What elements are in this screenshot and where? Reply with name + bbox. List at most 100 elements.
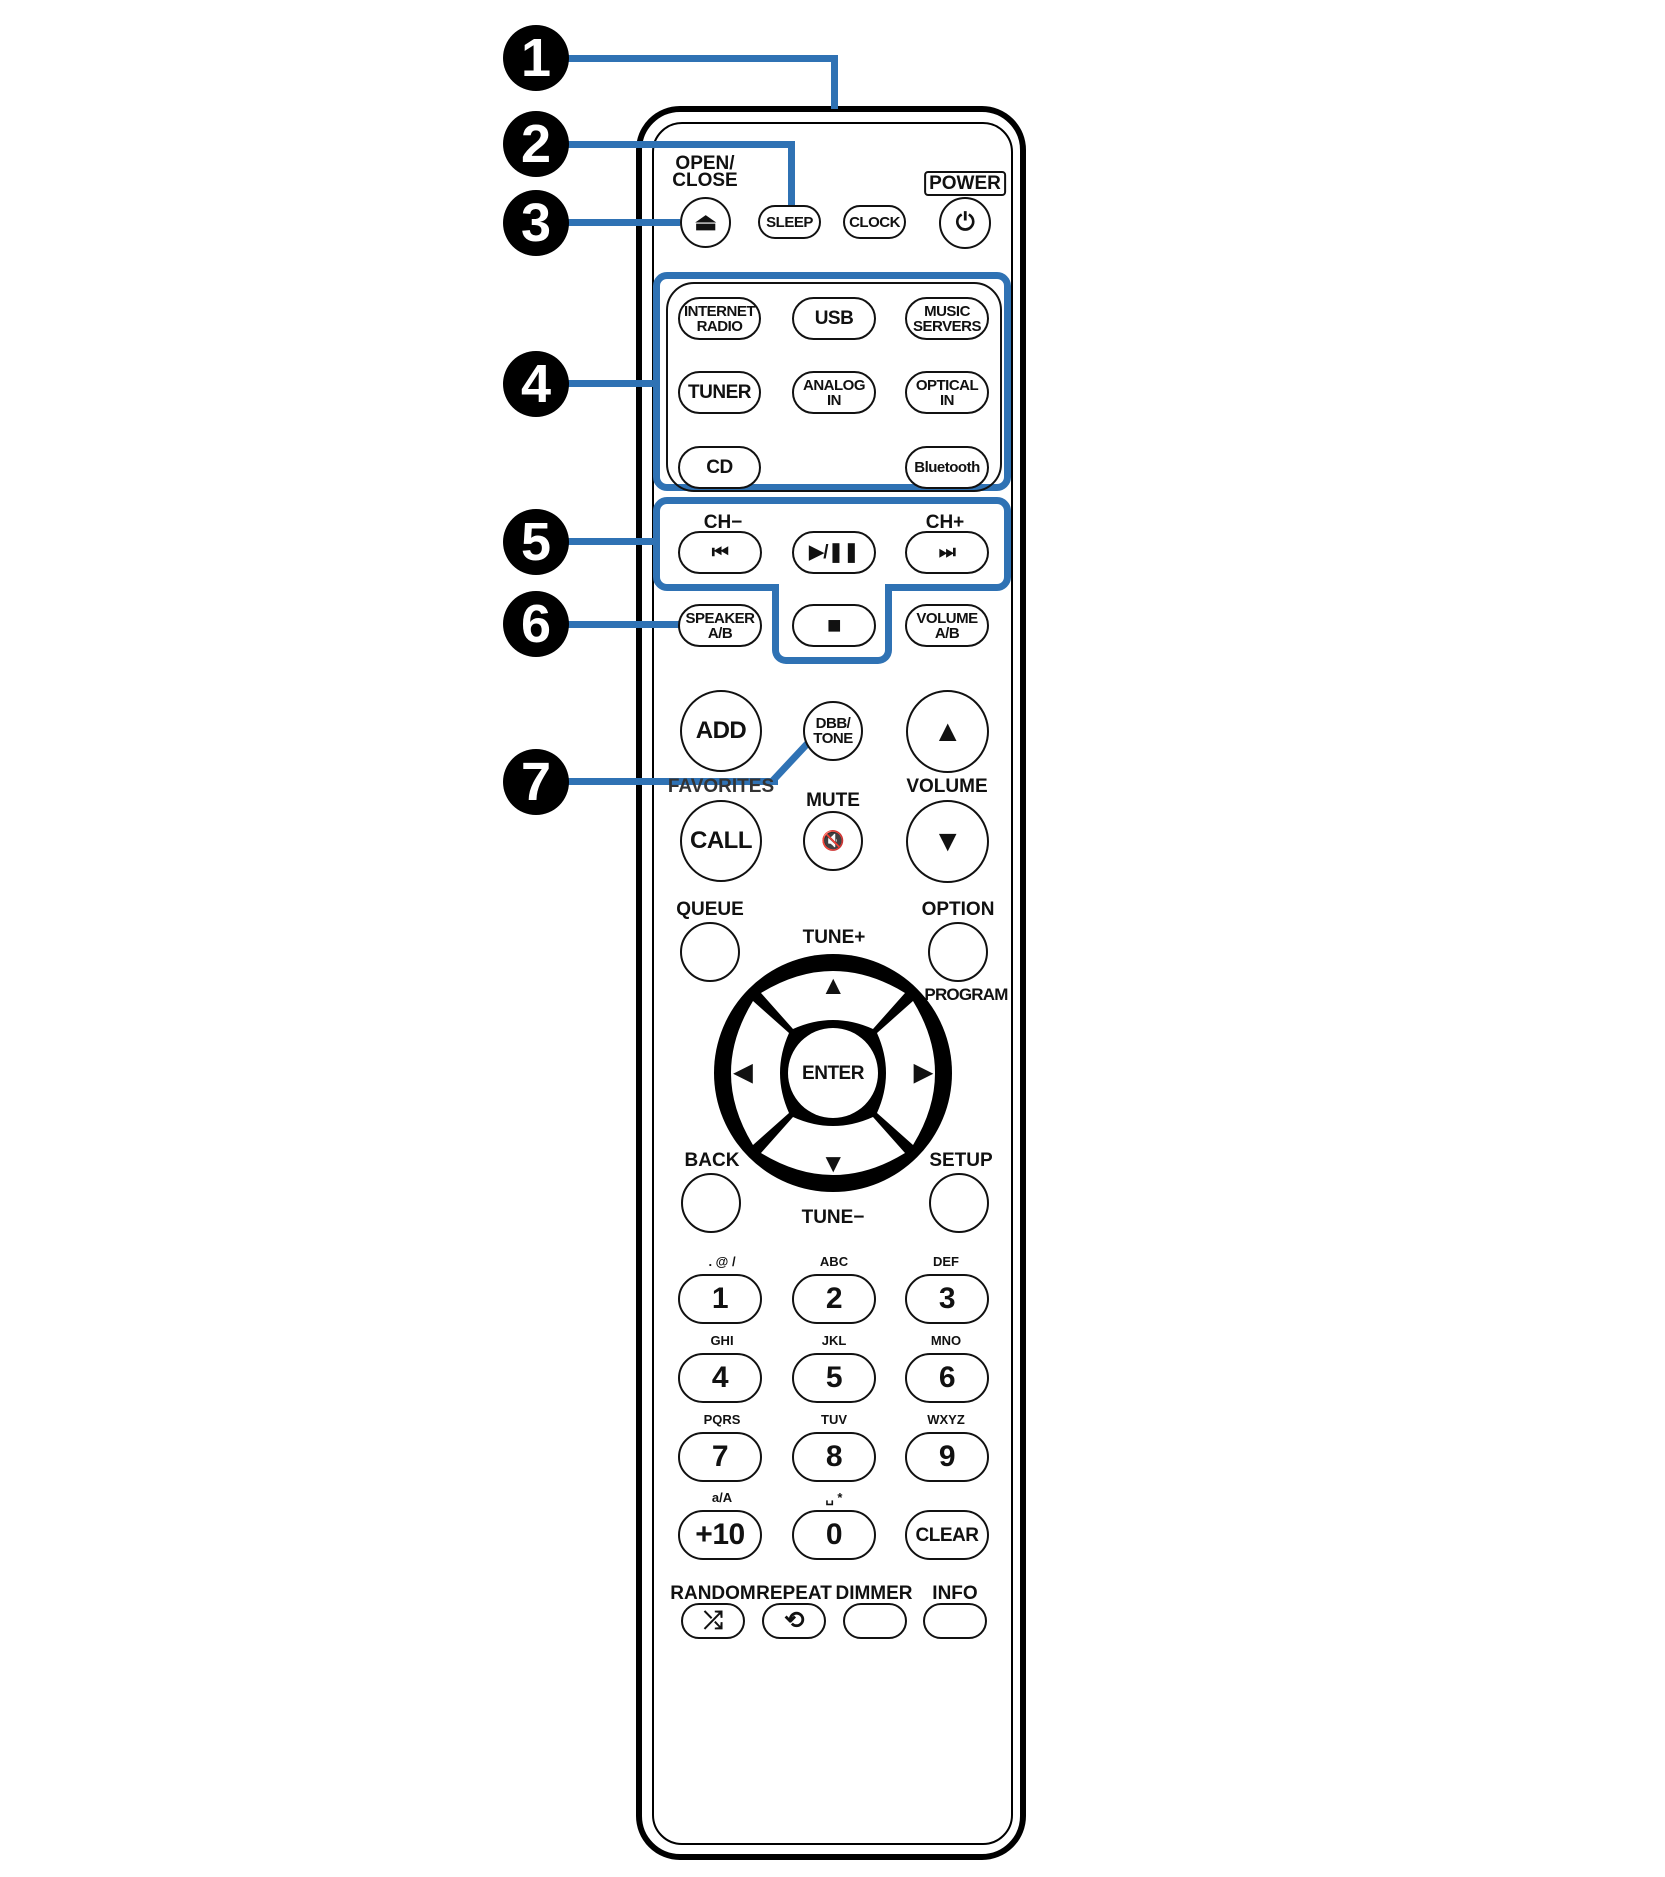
favorites-label: FAVORITES	[667, 776, 775, 797]
back-label: BACK	[684, 1150, 740, 1171]
stop-icon: ■	[827, 611, 842, 639]
key-4[interactable]: 4	[678, 1353, 762, 1403]
callout-line-1	[568, 55, 838, 62]
shuffle-icon: ⤮	[703, 1607, 723, 1634]
info-button[interactable]	[923, 1603, 987, 1639]
dimmer-button[interactable]	[843, 1603, 907, 1639]
volume-up-icon: ▲	[932, 714, 963, 748]
tune-minus-label: TUNE−	[801, 1207, 865, 1228]
power-button[interactable]: ⏻	[939, 197, 991, 249]
dpad-left-segment	[731, 1001, 789, 1145]
setup-label: SETUP	[929, 1150, 993, 1171]
favorites-call-button[interactable]: CALL	[680, 800, 762, 882]
clear-button[interactable]: CLEAR	[905, 1510, 989, 1560]
remote-body-inner-outline	[652, 122, 1013, 1845]
key-2[interactable]: 2	[792, 1274, 876, 1324]
enter-button[interactable]: ENTER	[802, 1062, 864, 1084]
callout-line-3	[568, 219, 680, 226]
play-pause-button[interactable]: ▶/❚❚	[792, 531, 876, 574]
key-3-sub: DEF	[933, 1254, 959, 1269]
info-label: INFO	[932, 1583, 978, 1604]
callout-line-7	[568, 778, 778, 785]
key-0-sub: ␣ *	[825, 1490, 843, 1505]
key-8-sub: TUV	[821, 1412, 847, 1427]
tune-plus-label: TUNE+	[802, 927, 866, 948]
key-1[interactable]: 1	[678, 1274, 762, 1324]
callout-7: 7	[503, 749, 569, 815]
back-button[interactable]	[681, 1173, 741, 1233]
nav-left-button[interactable]: ◀	[723, 1053, 763, 1093]
arrow-left-icon: ◀	[734, 1059, 752, 1086]
queue-button[interactable]	[680, 922, 740, 982]
sleep-button[interactable]: SLEEP	[758, 205, 821, 239]
repeat-button[interactable]: ⟲	[762, 1603, 826, 1639]
repeat-label: REPEAT	[756, 1583, 832, 1604]
arrow-up-icon: ▲	[820, 970, 846, 1000]
favorites-add-button[interactable]: ADD	[680, 690, 762, 772]
key-plus10[interactable]: +10	[678, 1510, 762, 1560]
mute-button[interactable]: 🔇	[803, 811, 863, 871]
key-7-sub: PQRS	[703, 1412, 741, 1427]
key-0[interactable]: 0	[792, 1510, 876, 1560]
dpad	[714, 954, 952, 1192]
option-label: OPTION	[921, 899, 995, 920]
key-4-sub: GHI	[710, 1333, 734, 1348]
key-9-sub: WXYZ	[927, 1412, 965, 1427]
program-label: PROGRAM	[924, 985, 1008, 1004]
clock-button[interactable]: CLOCK	[843, 205, 906, 239]
source-usb-button[interactable]: USB	[792, 297, 876, 340]
volume-up-button[interactable]: ▲	[906, 690, 989, 773]
play-pause-icon: ▶/❚❚	[809, 542, 859, 563]
dpad-down-segment	[761, 1117, 905, 1175]
stop-button[interactable]: ■	[792, 604, 876, 647]
random-button[interactable]: ⤮	[681, 1603, 745, 1639]
dbb-tone-button[interactable]: DBB/TONE	[803, 701, 863, 761]
source-tuner-button[interactable]: TUNER	[678, 371, 761, 414]
key-7[interactable]: 7	[678, 1432, 762, 1482]
previous-button[interactable]: ⏮	[678, 531, 762, 574]
dpad-up-segment	[761, 971, 905, 1029]
setup-button[interactable]	[929, 1173, 989, 1233]
power-label: POWER	[924, 171, 1006, 196]
callout-1: 1	[503, 25, 569, 91]
option-button[interactable]	[928, 922, 988, 982]
key-6[interactable]: 6	[905, 1353, 989, 1403]
callout-line-1-drop	[831, 55, 838, 109]
key-9[interactable]: 9	[905, 1432, 989, 1482]
nav-up-button[interactable]: ▲	[793, 965, 873, 1005]
source-bluetooth-button[interactable]: Bluetooth	[905, 446, 989, 489]
ch-plus-label: CH+	[925, 512, 965, 533]
key-6-sub: MNO	[930, 1333, 962, 1348]
nav-right-button[interactable]: ▶	[903, 1053, 943, 1093]
source-cd-button[interactable]: CD	[678, 446, 761, 489]
callout-4: 4	[503, 351, 569, 417]
random-label: RANDOM	[670, 1583, 756, 1604]
mute-icon: 🔇	[821, 830, 845, 852]
callout-5: 5	[503, 509, 569, 575]
nav-down-button[interactable]: ▼	[793, 1143, 873, 1183]
power-icon: ⏻	[955, 209, 975, 236]
skip-forward-icon: ⏭	[938, 542, 956, 563]
key-8[interactable]: 8	[792, 1432, 876, 1482]
callout-3: 3	[503, 190, 569, 256]
mute-label: MUTE	[806, 790, 860, 811]
key-5[interactable]: 5	[792, 1353, 876, 1403]
key-3[interactable]: 3	[905, 1274, 989, 1324]
skip-back-icon: ⏮	[711, 542, 729, 563]
open-close-button[interactable]: ⏏	[680, 197, 731, 248]
callout-6: 6	[503, 591, 569, 657]
volume-down-button[interactable]: ▼	[906, 800, 989, 883]
frame-notch-mask	[779, 580, 885, 592]
callout-line-6	[568, 621, 680, 628]
callout-line-2	[568, 141, 795, 148]
ch-minus-label: CH−	[703, 512, 743, 533]
next-button[interactable]: ⏭	[905, 531, 989, 574]
arrow-down-icon: ▼	[820, 1148, 846, 1178]
key-1-sub: . @ /	[708, 1254, 736, 1269]
